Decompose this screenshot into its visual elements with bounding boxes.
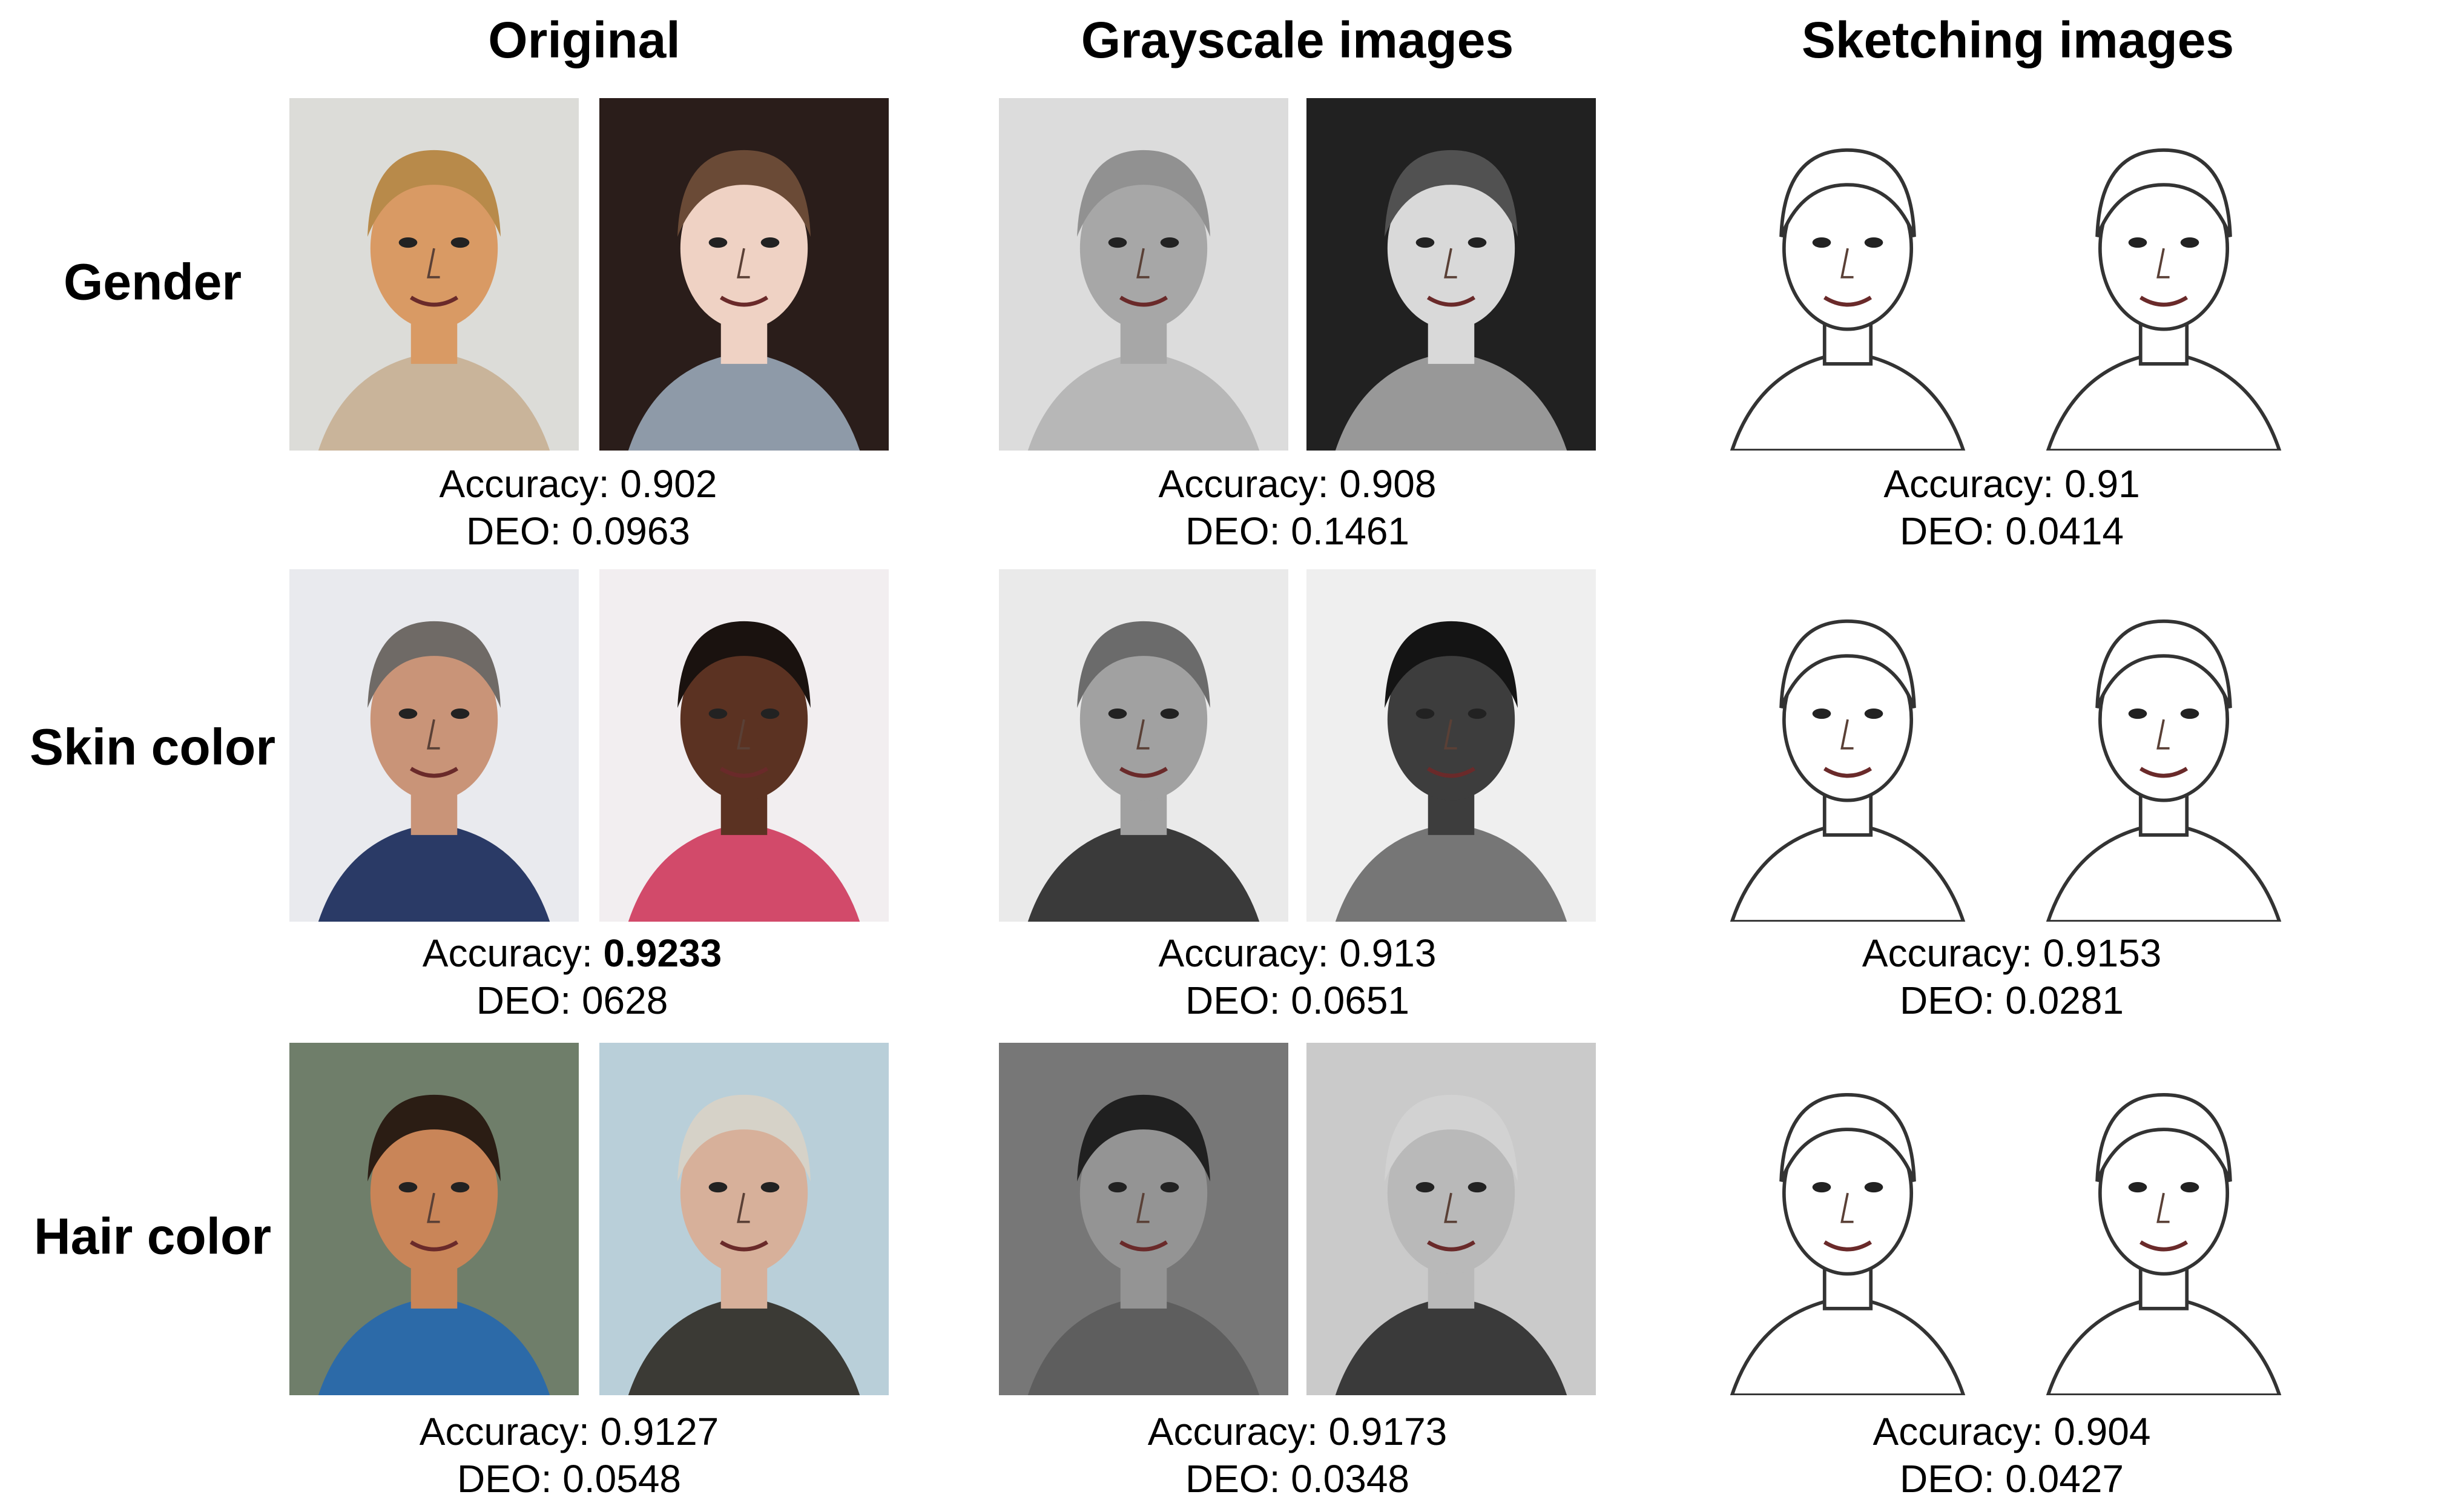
face-image-skin-color-original-2	[599, 569, 889, 922]
deo-line: DEO: 0.0548	[457, 1457, 681, 1501]
row-label-skin-color: Skin color	[29, 718, 276, 776]
metric-hair-color-original: Accuracy: 0.9127 DEO: 0.0548	[420, 1408, 719, 1502]
deo-line: DEO: 0.0281	[1900, 979, 2124, 1022]
accuracy-line: Accuracy: 0.908	[1158, 462, 1437, 506]
face-image-gender-grayscale-1	[999, 98, 1288, 451]
deo-line: DEO: 0628	[476, 979, 668, 1022]
face-image-gender-original-2	[599, 98, 889, 451]
face-image-hair-color-original-1	[289, 1043, 579, 1395]
face-image-hair-color-sketching-2	[2019, 1043, 2308, 1395]
face-image-skin-color-grayscale-1	[999, 569, 1288, 922]
deo-line: DEO: 0.1461	[1185, 509, 1409, 553]
row-label-hair-color: Hair color	[33, 1207, 272, 1265]
deo-line: DEO: 0.0427	[1900, 1457, 2124, 1501]
column-title-sketching: Sketching images	[1801, 12, 2235, 68]
deo-line: DEO: 0.0414	[1900, 509, 2124, 553]
face-image-gender-sketching-1	[1703, 98, 1992, 451]
metric-gender-grayscale: Accuracy: 0.908 DEO: 0.1461	[1159, 460, 1437, 555]
accuracy-line: Accuracy: 0.904	[1873, 1410, 2151, 1453]
face-image-hair-color-sketching-1	[1703, 1043, 1992, 1395]
deo-line: DEO: 0.0963	[466, 509, 690, 553]
metric-hair-color-sketching: Accuracy: 0.904 DEO: 0.0427	[1873, 1408, 2151, 1502]
metric-hair-color-grayscale: Accuracy: 0.9173 DEO: 0.0348	[1148, 1408, 1448, 1502]
face-image-skin-color-sketching-1	[1703, 569, 1992, 922]
deo-line: DEO: 0.0348	[1185, 1457, 1409, 1501]
face-image-gender-sketching-2	[2019, 98, 2308, 451]
face-image-hair-color-grayscale-2	[1306, 1043, 1596, 1395]
row-label-gender: Gender	[63, 253, 242, 311]
metric-skin-color-sketching: Accuracy: 0.9153 DEO: 0.0281	[1862, 930, 2162, 1024]
accuracy-line: Accuracy: 0.9173	[1147, 1410, 1448, 1453]
face-image-gender-grayscale-2	[1306, 98, 1596, 451]
face-image-gender-original-1	[289, 98, 579, 451]
face-image-hair-color-grayscale-1	[999, 1043, 1288, 1395]
accuracy-line: Accuracy: 0.9127	[419, 1410, 719, 1453]
accuracy-line: Accuracy: 0.902	[439, 462, 717, 506]
column-title-original: Original	[488, 12, 680, 68]
column-title-grayscale: Grayscale images	[1081, 12, 1514, 68]
metric-skin-color-original: Accuracy: 0.9233 DEO: 0628	[423, 930, 722, 1024]
metric-gender-original: Accuracy: 0.902 DEO: 0.0963	[440, 460, 717, 555]
accuracy-line: Accuracy: 0.9153	[1862, 931, 2162, 975]
face-image-skin-color-sketching-2	[2019, 569, 2308, 922]
accuracy-line: Accuracy: 0.91	[1883, 462, 2140, 506]
metric-skin-color-grayscale: Accuracy: 0.913 DEO: 0.0651	[1159, 930, 1437, 1024]
face-image-hair-color-original-2	[599, 1043, 889, 1395]
metric-gender-sketching: Accuracy: 0.91 DEO: 0.0414	[1883, 460, 2140, 555]
face-image-skin-color-original-1	[289, 569, 579, 922]
accuracy-line: Accuracy: 0.913	[1158, 931, 1437, 975]
face-image-skin-color-grayscale-2	[1306, 569, 1596, 922]
deo-line: DEO: 0.0651	[1185, 979, 1409, 1022]
accuracy-line: Accuracy: 0.9233	[422, 931, 722, 975]
